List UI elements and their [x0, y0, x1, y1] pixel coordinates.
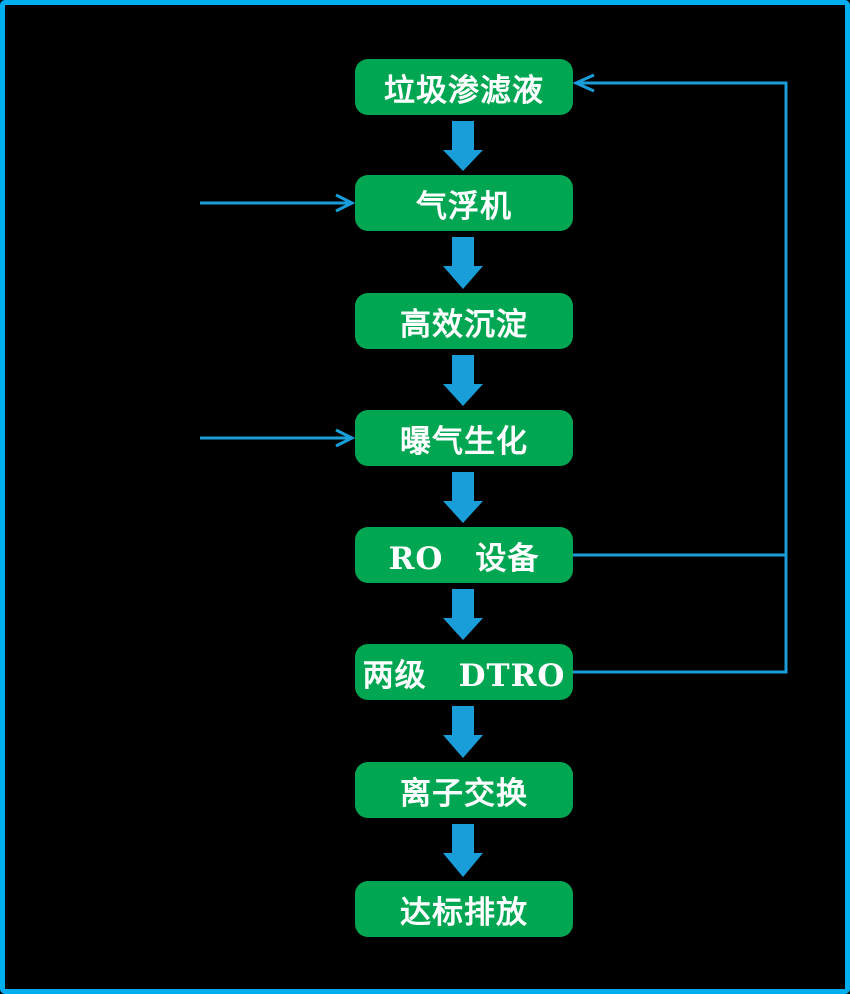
- recycle-line-dtro-up-and-back: [573, 81, 788, 674]
- inlet-arrowhead: [335, 193, 356, 213]
- flow-node-two-stage-dtro: 两级 DTRO: [355, 644, 573, 700]
- down-arrow-7: [443, 824, 483, 877]
- flow-node-efficient-sedimentation: 高效沉淀: [355, 293, 573, 349]
- down-arrow-5: [443, 589, 483, 640]
- flow-connectors: [200, 73, 788, 877]
- flow-node-aeration-bio: 曝气生化: [355, 410, 573, 466]
- recycle-path: [572, 73, 788, 674]
- flow-node-compliant-discharge: 达标排放: [355, 881, 573, 937]
- inlet-arrowhead: [335, 428, 356, 448]
- down-arrow-3: [443, 355, 483, 406]
- down-arrow-6: [443, 706, 483, 758]
- inlet-arrow-aeration-bio: [200, 428, 356, 448]
- flow-node-ion-exchange: 离子交换: [355, 762, 573, 818]
- flow-node-ro-equipment: RO 设备: [355, 527, 573, 583]
- inlet-arrow-air-flotation: [200, 193, 356, 213]
- down-arrow-4: [443, 472, 483, 523]
- flow-node-air-flotation: 气浮机: [355, 175, 573, 231]
- down-arrow-2: [443, 237, 483, 289]
- recycle-arrowhead: [572, 73, 595, 93]
- flow-node-garbage-leachate: 垃圾渗滤液: [355, 59, 573, 115]
- down-arrow-1: [443, 121, 483, 171]
